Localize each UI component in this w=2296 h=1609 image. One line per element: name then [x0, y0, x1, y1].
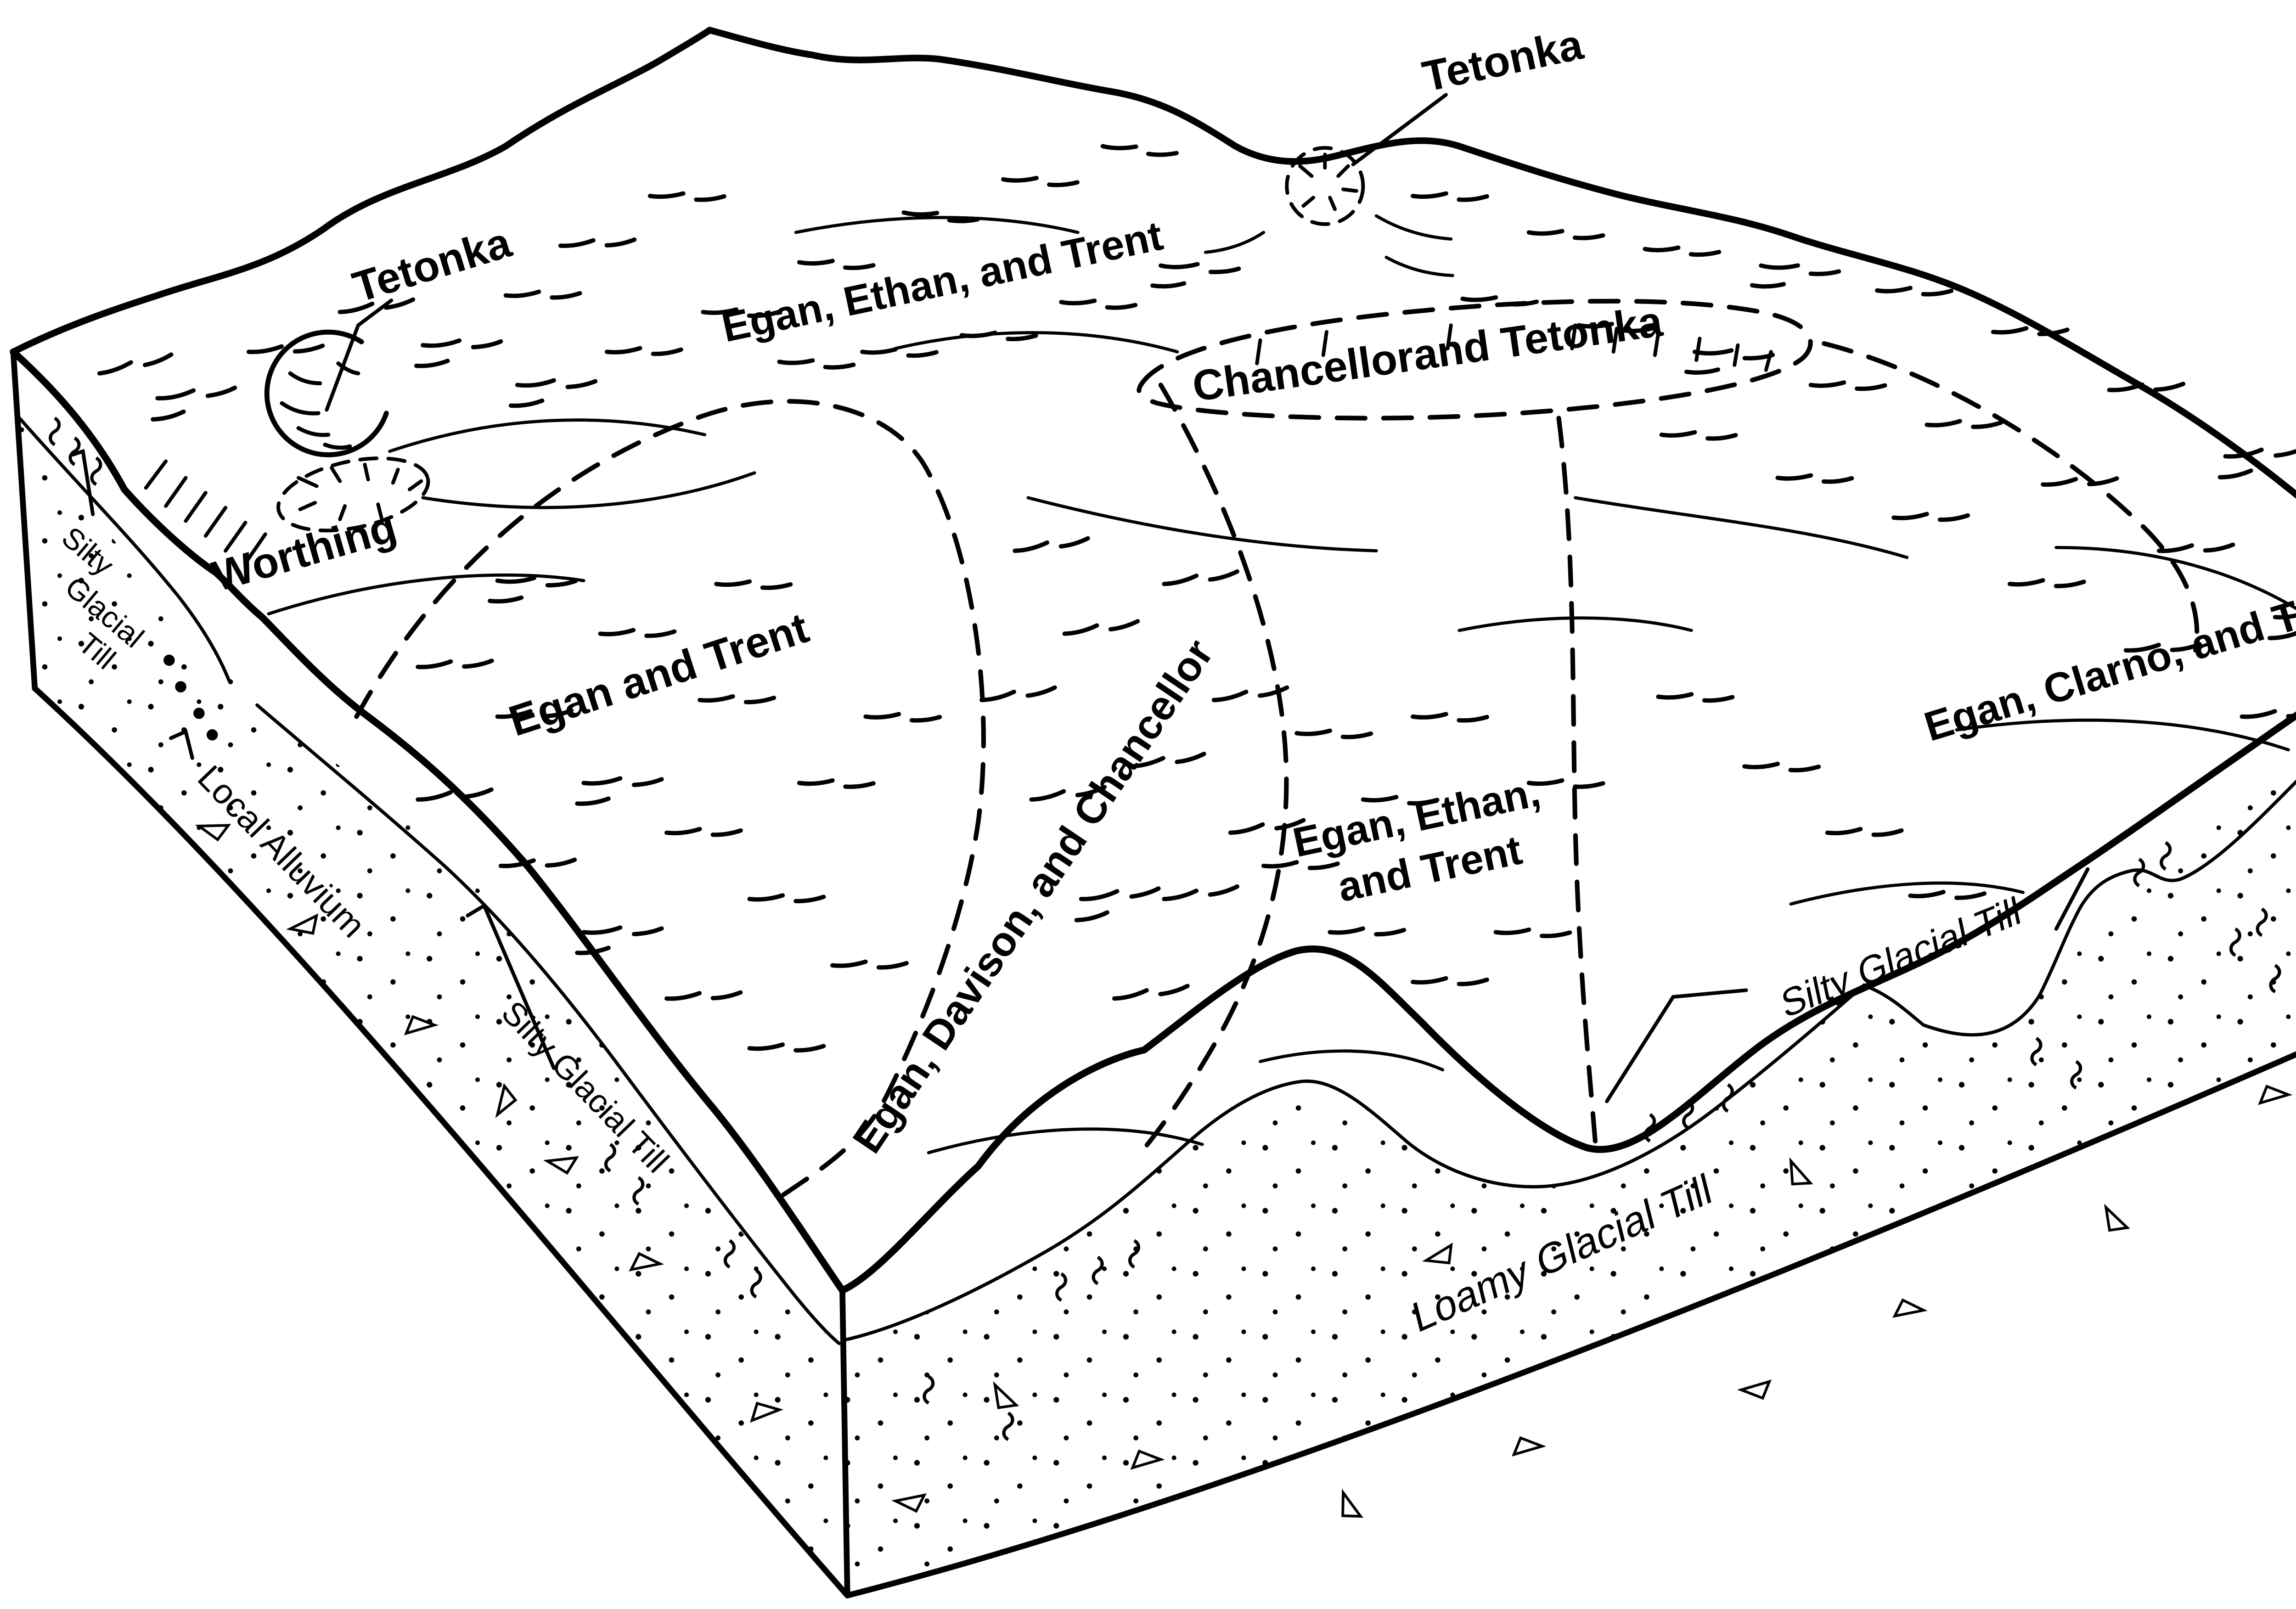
bracket-silty-sw — [466, 903, 556, 1070]
label-tetonka-nw: Tetonka — [347, 218, 517, 311]
tetonka-ne-depression — [1285, 146, 1365, 226]
boundary-chancellor-loop — [1137, 298, 1813, 421]
alluvium-dots — [163, 654, 218, 741]
boundary-davison-right — [1138, 383, 1289, 1155]
leader-silty-east-left — [1605, 988, 1748, 1103]
right-silty-band — [842, 715, 2296, 1340]
bracket-silty-west — [71, 449, 95, 517]
chancellor-loop-ticks — [1255, 323, 1773, 372]
label-egan-ethan-trent-back: Egan, Ethan, and Trent — [718, 212, 1167, 351]
tetonka-nw-mound — [264, 329, 389, 457]
boundary-egan-trent — [354, 399, 986, 1200]
label-egan-clarno-trent: Egan, Clarno, and Trent — [1919, 570, 2296, 750]
left-silty-band — [13, 352, 843, 1347]
label-egan-trent: Egan and Trent — [503, 603, 814, 745]
label-worthing: Worthing — [207, 502, 401, 601]
worthing-depression — [144, 456, 430, 563]
bracket-local-alluvium — [169, 729, 194, 760]
leader-tetonka-nw — [325, 298, 394, 412]
silty-layer-lines — [15, 413, 2296, 1345]
soil-boundaries — [354, 298, 2200, 1200]
boundary-front-right — [1556, 416, 1598, 1144]
contour-lines — [267, 214, 2296, 1154]
block-outline — [10, 27, 2296, 1598]
leader-tetonka-ne — [1351, 93, 1448, 167]
label-chancellor-tetonka: Chancellorand Tetonka — [1189, 297, 1665, 411]
leader-silty-east-right — [2054, 867, 2090, 931]
label-tetonka-ne: Tetonka — [1418, 20, 1587, 101]
leader-lines — [71, 93, 2090, 1103]
